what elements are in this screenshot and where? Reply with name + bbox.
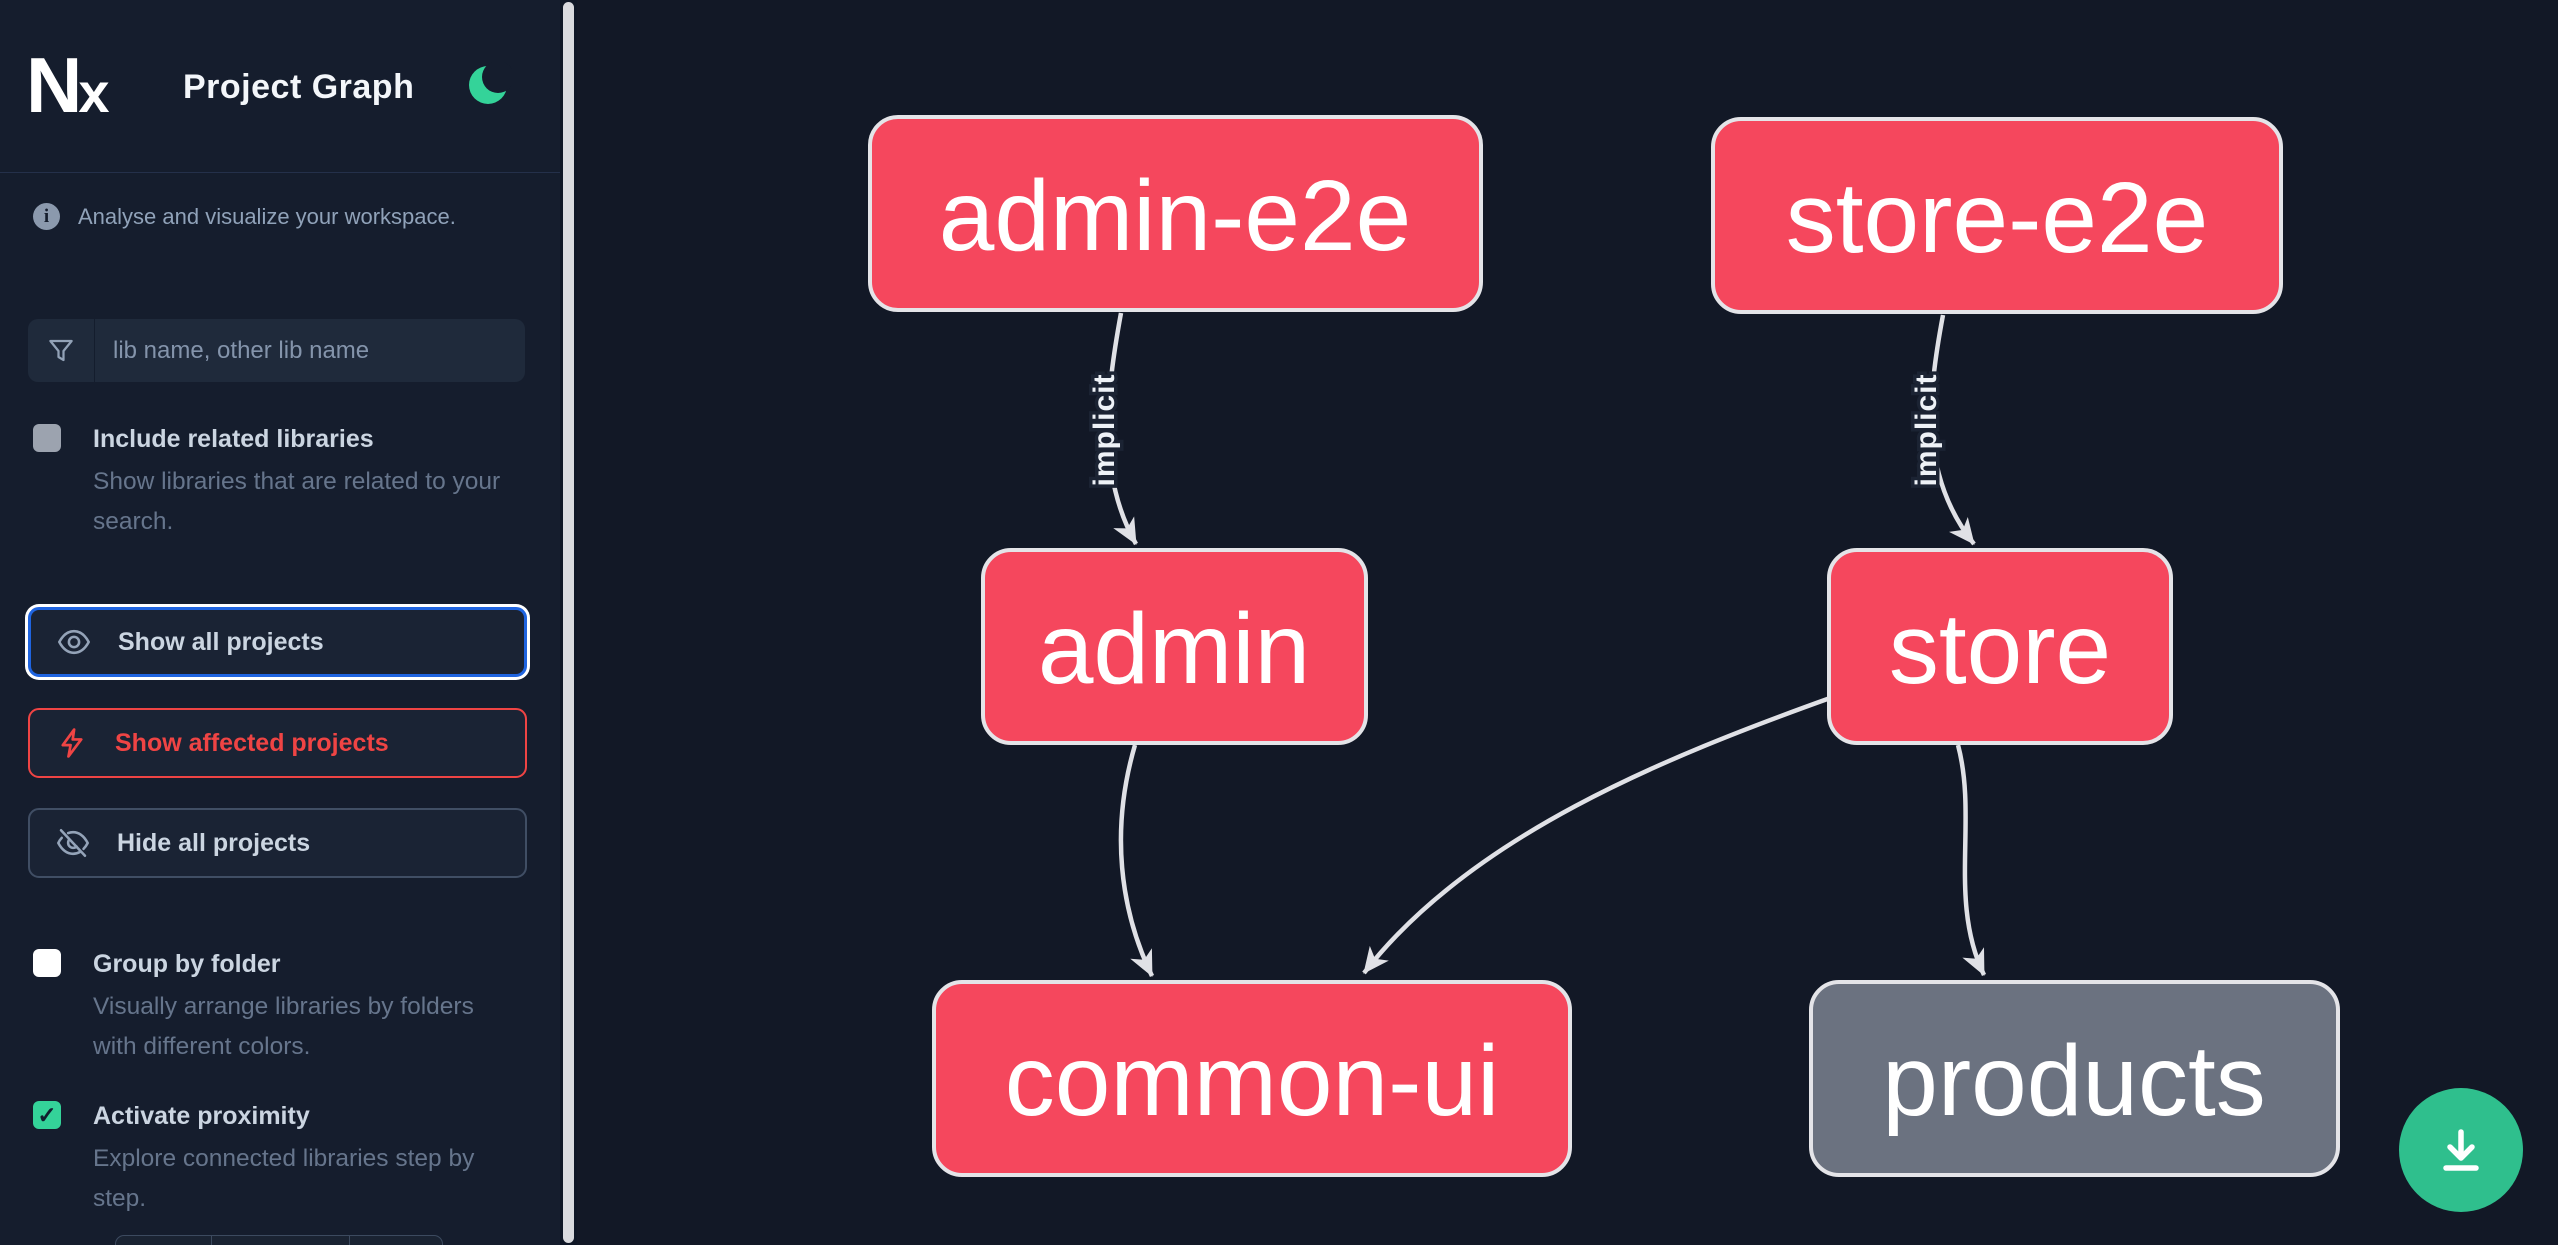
sidebar-scrollbar-thumb[interactable] xyxy=(563,2,574,1243)
graph-node-store-e2e[interactable]: store-e2e xyxy=(1711,117,2283,314)
sidebar: Nx Project Graph i Analyse and visualize… xyxy=(0,0,560,1245)
hide-all-projects-button[interactable]: Hide all projects xyxy=(28,808,527,878)
node-label: common-ui xyxy=(1005,1025,1500,1137)
project-filter-box xyxy=(28,319,525,382)
show-affected-projects-label: Show affected projects xyxy=(115,728,389,757)
edge-store-e2e-store[interactable] xyxy=(1929,314,1976,546)
edge-label-implicit: implicit xyxy=(1088,373,1121,486)
tagline-text: Analyse and visualize your workspace. xyxy=(78,203,456,229)
proximity-increment-segment[interactable] xyxy=(349,1236,442,1245)
include-related-description: Show libraries that are related to your … xyxy=(93,468,501,535)
show-all-projects-button[interactable]: Show all projects xyxy=(28,607,527,677)
include-related-checkbox[interactable] xyxy=(33,424,61,452)
edge-label-implicit: implicit xyxy=(1910,373,1943,486)
activate-proximity-description: Explore connected libraries step by step… xyxy=(93,1145,475,1212)
proximity-decrement-segment[interactable] xyxy=(116,1236,211,1245)
nx-logo: Nx xyxy=(26,40,110,131)
download-icon xyxy=(2443,1129,2479,1171)
page-title: Project Graph xyxy=(183,68,415,106)
group-by-folder-label: Group by folder xyxy=(93,950,281,978)
proximity-value-segment xyxy=(211,1236,349,1245)
nx-logo-x: x xyxy=(78,61,110,124)
node-label: products xyxy=(1882,1025,2266,1137)
node-label: admin xyxy=(1038,593,1310,705)
node-label: store xyxy=(1889,593,2111,705)
graph-node-products[interactable]: products xyxy=(1809,980,2340,1177)
eye-icon xyxy=(56,624,92,660)
workspace-tagline-row: i Analyse and visualize your workspace. xyxy=(33,203,456,230)
dark-mode-toggle-moon-icon[interactable] xyxy=(468,62,512,108)
graph-node-common-ui[interactable]: common-ui xyxy=(932,980,1572,1177)
proximity-depth-control[interactable] xyxy=(115,1235,443,1245)
eye-off-icon xyxy=(55,825,91,861)
edge-store-common-ui[interactable] xyxy=(1362,694,1834,975)
edge-store-products[interactable] xyxy=(1955,744,1987,976)
project-search-input[interactable] xyxy=(95,319,525,382)
edge-admin-e2e-admin[interactable] xyxy=(1106,312,1138,546)
group-by-folder-checkbox[interactable] xyxy=(33,949,61,977)
info-icon: i xyxy=(33,203,60,230)
node-label: store-e2e xyxy=(1786,162,2208,274)
node-label: admin-e2e xyxy=(939,160,1412,272)
download-graph-button[interactable] xyxy=(2399,1088,2523,1212)
hide-all-projects-label: Hide all projects xyxy=(117,828,311,857)
activate-proximity-label: Activate proximity xyxy=(93,1102,310,1130)
filter-icon-cell xyxy=(28,319,95,382)
nx-logo-n: N xyxy=(26,41,82,129)
check-icon: ✓ xyxy=(37,1101,57,1128)
include-related-label: Include related libraries xyxy=(93,425,374,453)
edge-admin-common-ui[interactable] xyxy=(1118,744,1155,977)
graph-node-admin-e2e[interactable]: admin-e2e xyxy=(868,115,1483,312)
show-affected-projects-button[interactable]: Show affected projects xyxy=(28,708,527,778)
group-by-folder-description: Visually arrange libraries by folders wi… xyxy=(93,993,474,1060)
header-divider xyxy=(0,172,560,173)
graph-node-store[interactable]: store xyxy=(1827,548,2173,745)
show-all-projects-label: Show all projects xyxy=(118,627,324,656)
funnel-filter-icon xyxy=(49,339,73,361)
lightning-bolt-icon xyxy=(55,726,89,760)
graph-node-admin[interactable]: admin xyxy=(981,548,1368,745)
sidebar-scrollbar-track xyxy=(560,0,577,1245)
activate-proximity-checkbox[interactable]: ✓ xyxy=(33,1101,61,1129)
